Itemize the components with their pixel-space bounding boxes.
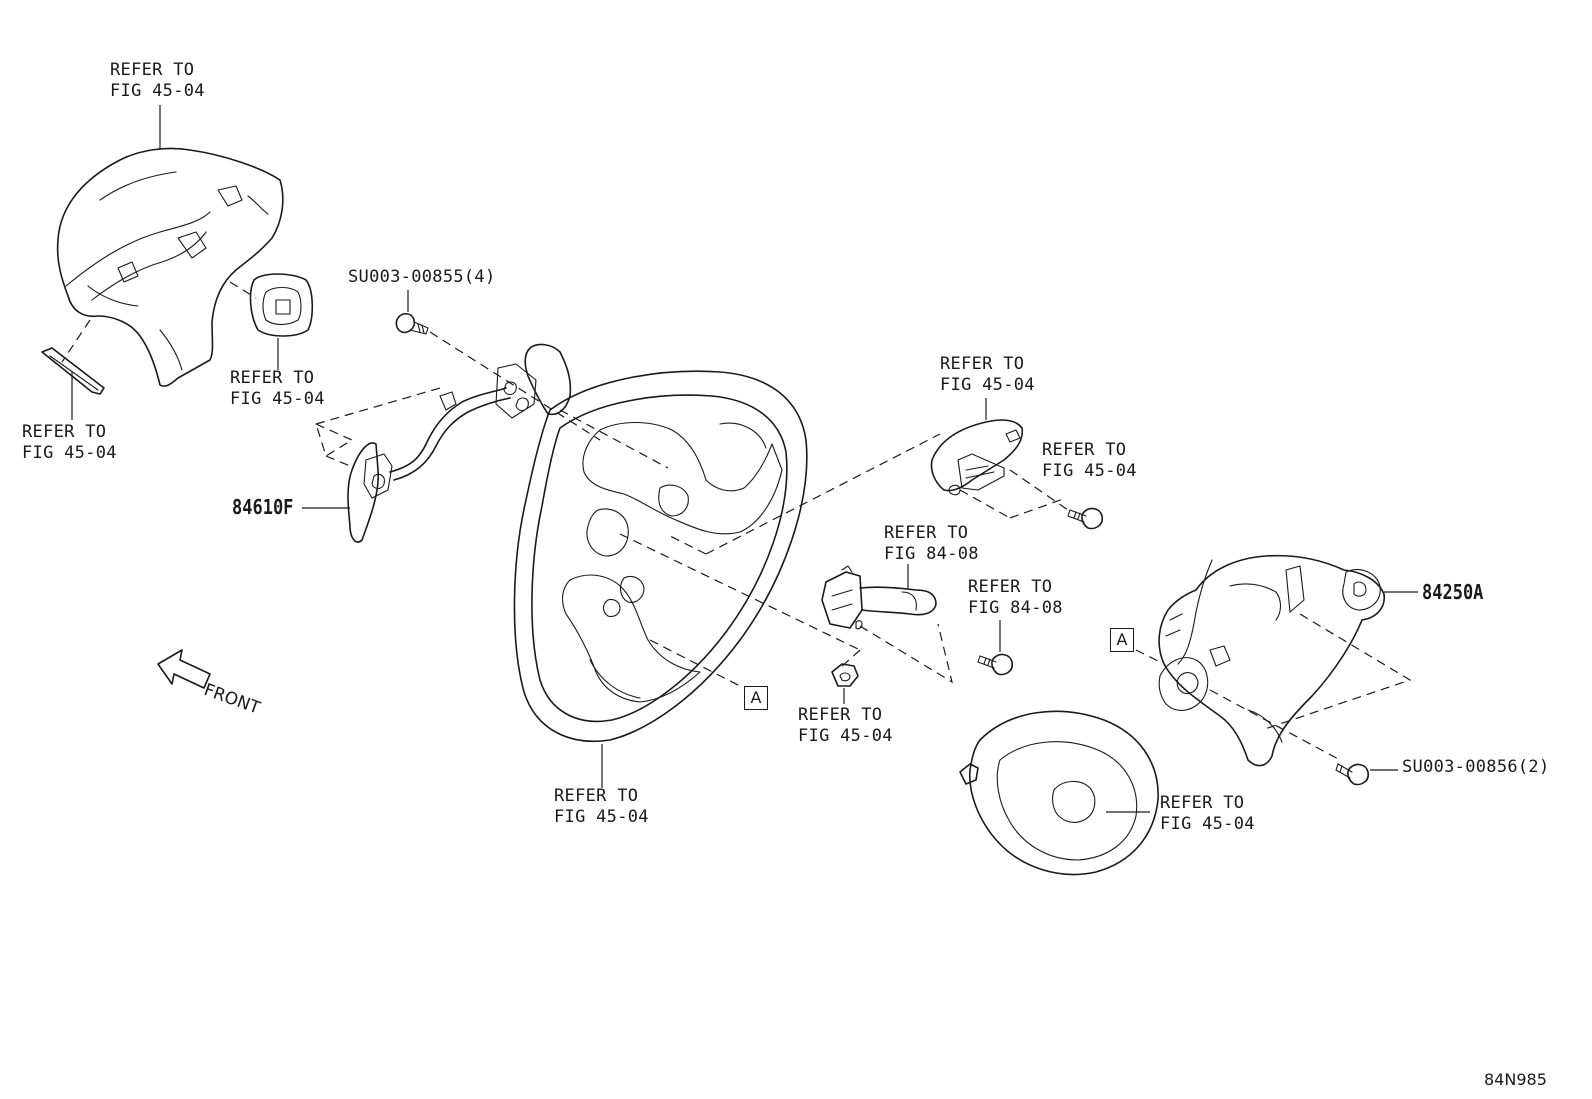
callout-column-cover: REFER TO FIG 45-04 bbox=[110, 60, 205, 101]
steering-nut bbox=[831, 663, 859, 687]
callout-switch-screw: REFER TO FIG 45-04 bbox=[1042, 440, 1137, 481]
screw-lever bbox=[977, 653, 1014, 676]
steering-column-cover bbox=[56, 147, 284, 387]
ref-marker-a-left: A bbox=[744, 686, 768, 710]
callout-nut: REFER TO FIG 45-04 bbox=[798, 705, 893, 746]
paddle-switch-84610f bbox=[347, 343, 572, 543]
screw-su003-00856 bbox=[1335, 763, 1370, 786]
front-arrow-icon bbox=[157, 649, 211, 689]
steering-wheel bbox=[513, 370, 808, 742]
label-screw-su003-00855: SU003-00855(4) bbox=[348, 267, 496, 287]
screw-switch bbox=[1067, 507, 1104, 530]
callout-airbag: REFER TO FIG 45-04 bbox=[1160, 793, 1255, 834]
screw-su003-00855 bbox=[395, 312, 429, 335]
spiral-cable-84250a bbox=[1158, 554, 1386, 767]
label-part-84610f: 84610F bbox=[232, 495, 294, 519]
drawing-code: 84N985 bbox=[1484, 1070, 1547, 1089]
label-part-84250a: 84250A bbox=[1422, 580, 1484, 604]
airbag-module bbox=[959, 710, 1159, 876]
label-screw-su003-00856: SU003-00856(2) bbox=[1402, 757, 1550, 777]
callout-small-plate: REFER TO FIG 45-04 bbox=[22, 422, 117, 463]
callout-switch-upper: REFER TO FIG 45-04 bbox=[940, 354, 1035, 395]
ref-marker-a-right: A bbox=[1110, 628, 1134, 652]
callout-pad: REFER TO FIG 45-04 bbox=[230, 368, 325, 409]
steering-pad-switch bbox=[930, 419, 1024, 496]
lever-switch bbox=[821, 565, 937, 630]
horn-pad-plate bbox=[249, 273, 314, 337]
callout-wheel: REFER TO FIG 45-04 bbox=[554, 786, 649, 827]
callout-lever-screw: REFER TO FIG 84-08 bbox=[968, 577, 1063, 618]
callout-lever-switch: REFER TO FIG 84-08 bbox=[884, 523, 979, 564]
small-cover-plate bbox=[41, 347, 105, 395]
